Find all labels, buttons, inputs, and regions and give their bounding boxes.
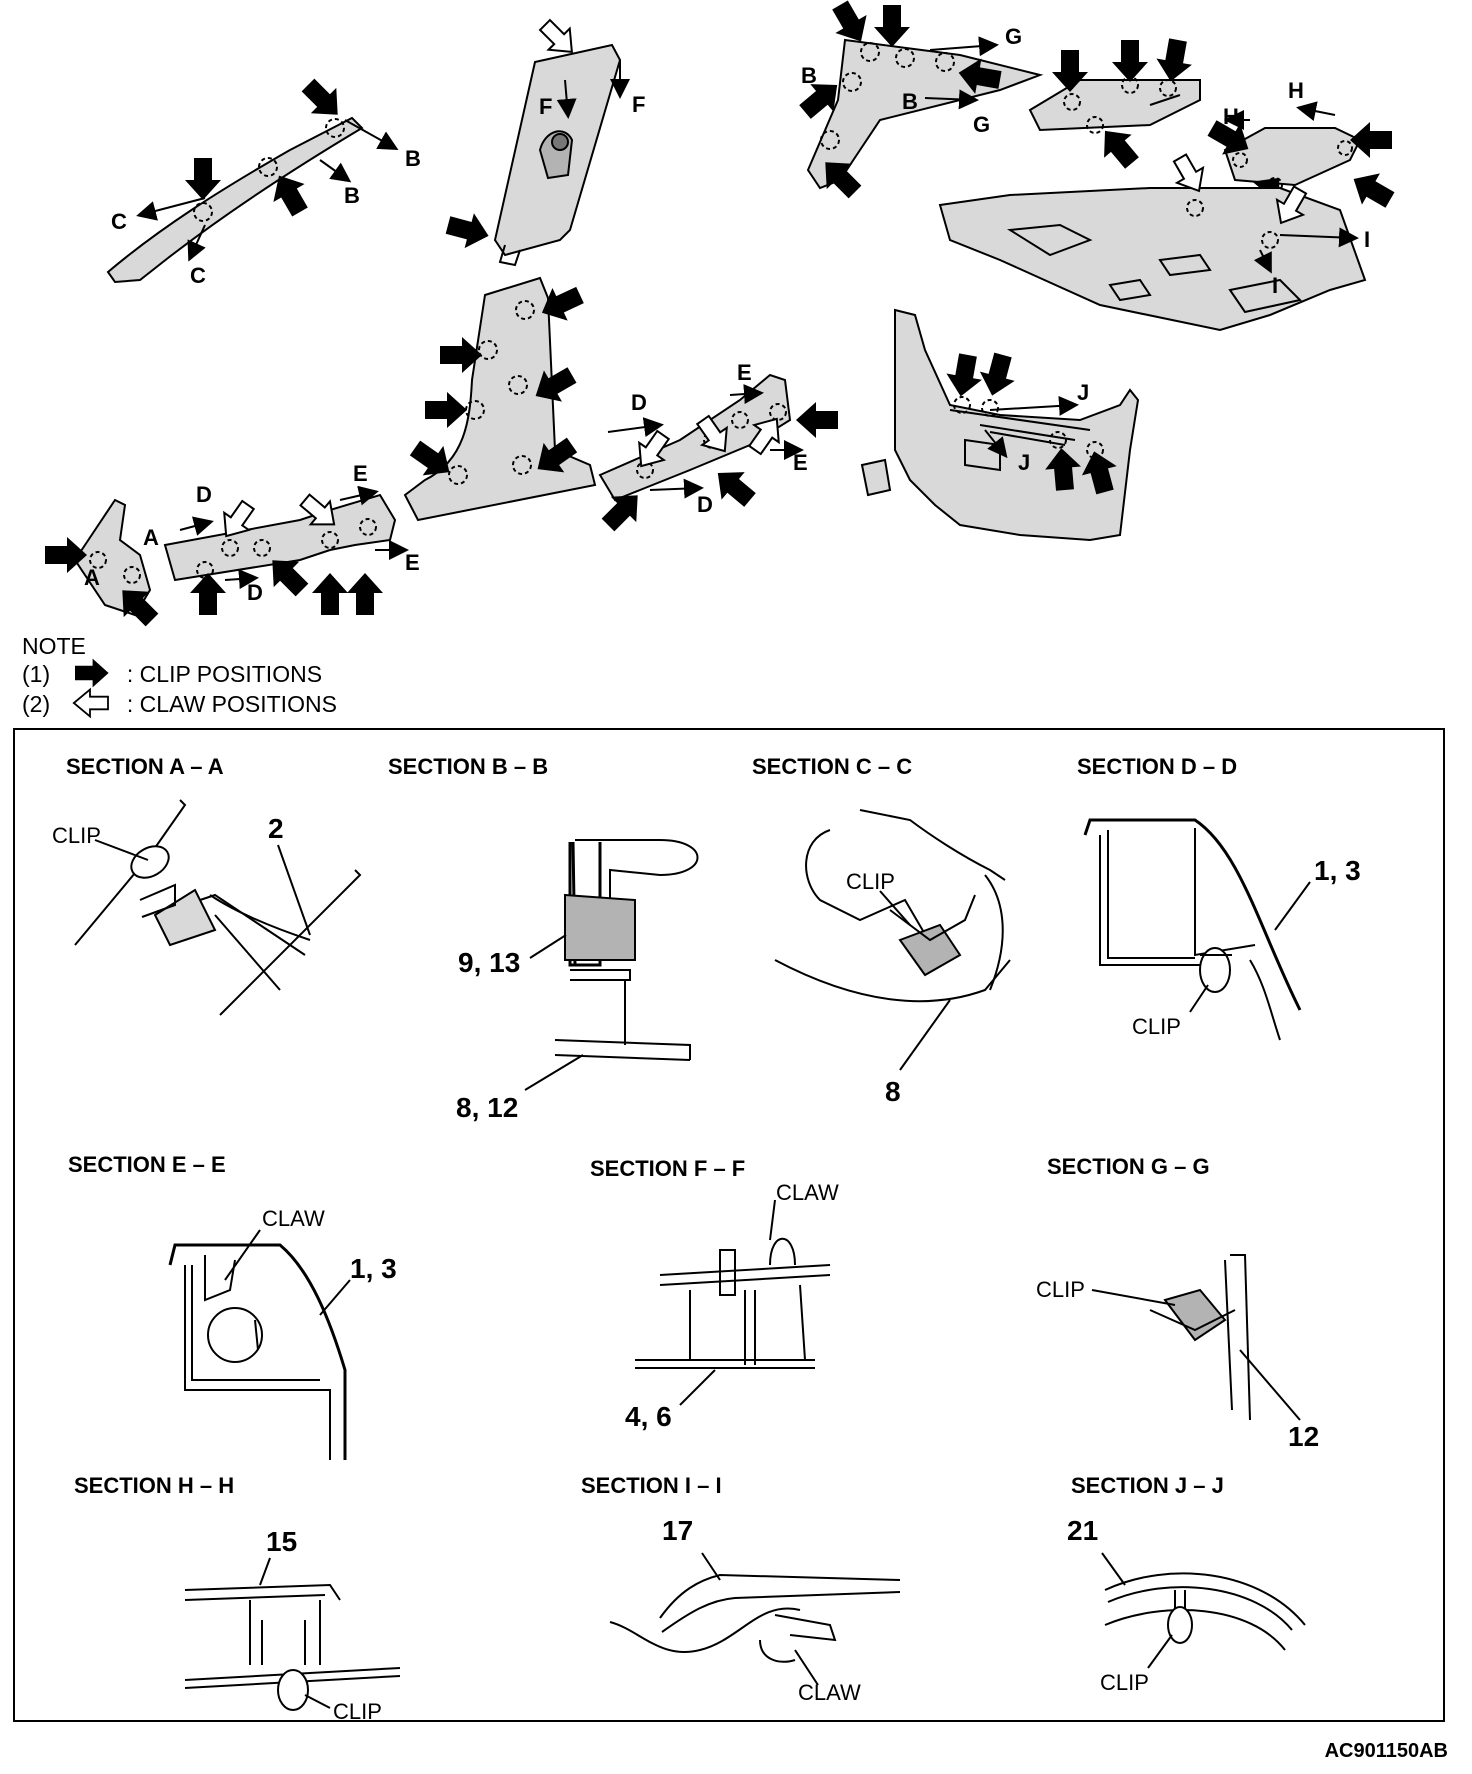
- part-number: 12: [1288, 1421, 1319, 1452]
- section-g-g-title: SECTION G – G: [1047, 1154, 1210, 1179]
- section-d-d: SECTION D – D CLIP 1, 3: [1077, 754, 1361, 1041]
- note-item-1-text: : CLIP POSITIONS: [126, 661, 323, 687]
- rear-pillar-trim: [793, 0, 1044, 205]
- callout-h: H: [1288, 78, 1304, 103]
- section-h-h: SECTION H – H CLIP 15: [74, 1473, 401, 1724]
- callout-b: B: [405, 146, 421, 171]
- callout-b: B: [344, 183, 360, 208]
- clip-label: CLIP: [1100, 1670, 1149, 1695]
- front-door-scuff-trim: [163, 485, 409, 615]
- note-item-2-text: : CLAW POSITIONS: [126, 691, 337, 717]
- section-e-e: SECTION E – E CLAW 1, 3: [68, 1152, 397, 1460]
- front-scuff-trim: [45, 498, 165, 633]
- note-item-2-num: (2): [22, 691, 51, 717]
- part-number: 2: [268, 813, 284, 844]
- package-tray-trim: [938, 149, 1367, 332]
- claw-label: CLAW: [776, 1180, 839, 1205]
- section-c-c: SECTION C – C CLIP 8: [752, 754, 1011, 1107]
- callout-e: E: [405, 550, 420, 575]
- callout-c: C: [190, 263, 206, 288]
- callout-h: H: [1223, 104, 1239, 129]
- callout-i: I: [1272, 273, 1278, 298]
- callout-e: E: [353, 461, 368, 486]
- part-number: 15: [266, 1526, 297, 1557]
- note-title: NOTE: [22, 633, 86, 659]
- part-number-8-12: 8, 12: [456, 1092, 518, 1123]
- part-number: 17: [662, 1515, 693, 1546]
- figure-code: AC901150AB: [1324, 1740, 1448, 1762]
- callout-c: C: [111, 209, 127, 234]
- part-number: 21: [1067, 1515, 1098, 1546]
- part-number: 1, 3: [1314, 855, 1361, 886]
- note-item-2: (2) : CLAW POSITIONS: [22, 691, 337, 718]
- clip-label: CLIP: [333, 1699, 382, 1724]
- part-number: 8: [885, 1076, 901, 1107]
- section-a-a-title: SECTION A – A: [66, 754, 224, 779]
- clip-label: CLIP: [1132, 1014, 1181, 1039]
- note-item-1: (1) : CLIP POSITIONS: [22, 661, 322, 688]
- section-b-b-title: SECTION B – B: [388, 754, 548, 779]
- section-f-f-title: SECTION F – F: [590, 1156, 745, 1181]
- section-j-j-title: SECTION J – J: [1071, 1473, 1224, 1498]
- section-j-j: SECTION J – J CLIP 21: [1067, 1473, 1306, 1695]
- section-c-c-title: SECTION C – C: [752, 754, 912, 779]
- part-number-9-13: 9, 13: [458, 947, 520, 978]
- callout-d: D: [196, 482, 212, 507]
- callout-g: G: [1005, 24, 1022, 49]
- note-item-1-num: (1): [22, 661, 51, 687]
- center-pillar-lower-trim: [403, 276, 597, 522]
- front-pillar-trim: [106, 72, 399, 284]
- clip-label: CLIP: [1036, 1277, 1085, 1302]
- callout-e: E: [737, 360, 752, 385]
- callout-g: G: [973, 112, 990, 137]
- section-f-f: SECTION F – F CLAW 4, 6: [590, 1156, 839, 1432]
- callout-b: B: [801, 63, 817, 88]
- section-i-i-title: SECTION I – I: [581, 1473, 722, 1498]
- part-number: 4, 6: [625, 1401, 672, 1432]
- claw-label: CLAW: [262, 1206, 325, 1231]
- rear-shelf-cover: [1028, 36, 1201, 175]
- callout-e: E: [793, 450, 808, 475]
- clip-label: CLIP: [846, 869, 895, 894]
- section-d-d-title: SECTION D – D: [1077, 754, 1237, 779]
- callout-a: A: [143, 525, 159, 550]
- callout-j: J: [1018, 450, 1030, 475]
- clip-label: CLIP: [52, 823, 101, 848]
- section-h-h-title: SECTION H – H: [74, 1473, 234, 1498]
- callout-a: A: [84, 565, 100, 590]
- callout-f: F: [632, 92, 645, 117]
- callout-d: D: [631, 390, 647, 415]
- callout-d: D: [247, 580, 263, 605]
- callout-i: I: [1364, 227, 1370, 252]
- section-a-a: SECTION A – A CLIP 2: [52, 754, 362, 1016]
- section-frame: [13, 728, 1445, 1722]
- rear-speaker-cover: [1203, 101, 1399, 222]
- trunk-rear-trim: [860, 308, 1140, 542]
- section-e-e-title: SECTION E – E: [68, 1152, 226, 1177]
- callout-b: B: [902, 89, 918, 114]
- callout-d: D: [697, 492, 713, 517]
- callout-f: F: [539, 94, 552, 119]
- section-b-b: SECTION B – B 9, 13 8, 12: [388, 754, 699, 1123]
- callout-j: J: [1077, 380, 1089, 405]
- center-pillar-upper-trim: [443, 13, 630, 267]
- section-g-g: SECTION G – G CLIP 12: [1036, 1154, 1319, 1452]
- part-number: 1, 3: [350, 1253, 397, 1284]
- rear-door-scuff-trim: [595, 373, 838, 538]
- callout-letters: A A B B C C D D E E D D E E F F G G B B …: [84, 24, 1370, 605]
- section-i-i: SECTION I – I CLAW 17: [581, 1473, 901, 1705]
- claw-label: CLAW: [798, 1680, 861, 1705]
